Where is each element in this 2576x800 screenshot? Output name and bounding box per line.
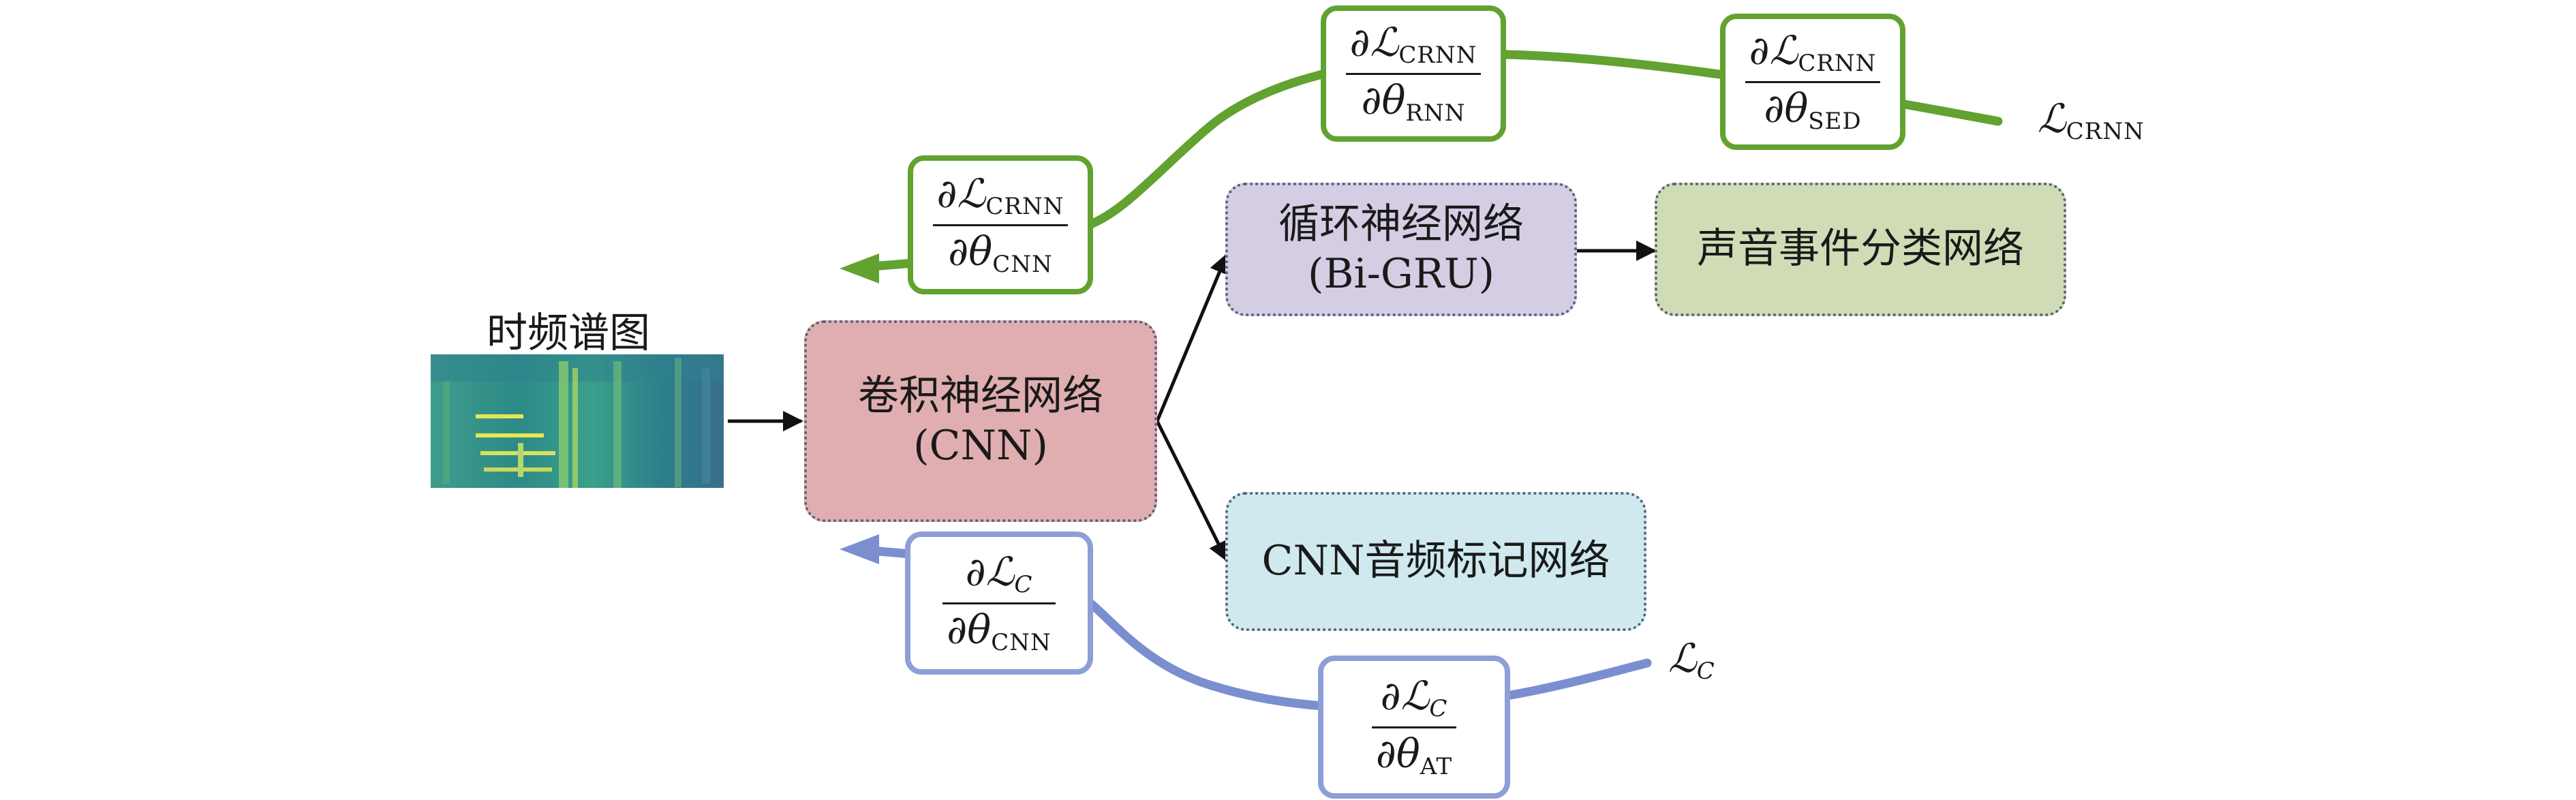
at-node-label: CNN音频标记网络 (1261, 537, 1610, 585)
crnn-gradient-arrowhead (840, 253, 879, 283)
cnn-node: 卷积神经网络 (CNN) (804, 320, 1157, 522)
gradient-crnn-sed: ∂ℒCRNN ∂θSED (1745, 29, 1881, 134)
sed-node-label: 声音事件分类网络 (1697, 225, 2024, 273)
c-gradient-arrowhead (840, 534, 879, 564)
loss-c-label: ℒC (1668, 635, 1715, 685)
rnn-node: 循环神经网络 (Bi-GRU) (1225, 183, 1577, 316)
gradient-c-cnn: ∂ℒC ∂θCNN (942, 550, 1056, 656)
arrow-cnn-to-rnn (1155, 253, 1229, 422)
cnn-node-abbr: (CNN) (913, 422, 1048, 470)
sed-node: 声音事件分类网络 (1655, 183, 2066, 316)
cnn-node-label: 卷积神经网络 (858, 371, 1103, 420)
gradient-c-cnn-box: ∂ℒC ∂θCNN (905, 532, 1093, 675)
loss-crnn-label: ℒCRNN (2038, 95, 2145, 145)
spectrogram-title: 时频谱图 (487, 309, 650, 357)
gradient-c-at: ∂ℒC ∂θAT (1371, 674, 1457, 780)
spectrogram-image (431, 354, 724, 488)
rnn-node-abbr: (Bi-GRU) (1307, 250, 1495, 298)
gradient-c-at-box: ∂ℒC ∂θAT (1318, 656, 1510, 799)
gradient-crnn-sed-box: ∂ℒCRNN ∂θSED (1720, 14, 1905, 150)
rnn-node-label: 循环神经网络 (1278, 200, 1524, 248)
gradient-crnn-cnn: ∂ℒCRNN ∂θCNN (932, 172, 1069, 277)
gradient-crnn-rnn-box: ∂ℒCRNN ∂θRNN (1321, 5, 1506, 142)
gradient-crnn-rnn: ∂ℒCRNN ∂θRNN (1345, 20, 1482, 126)
arrow-cnn-to-at (1155, 420, 1229, 562)
at-node: CNN音频标记网络 (1225, 492, 1646, 631)
gradient-crnn-cnn-box: ∂ℒCRNN ∂θCNN (908, 155, 1093, 294)
